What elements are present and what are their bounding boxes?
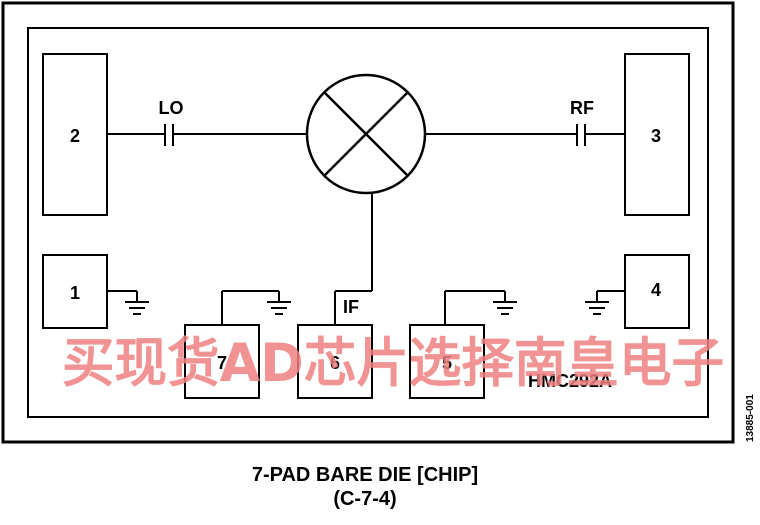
lo-label: LO	[159, 98, 184, 118]
if-connection	[334, 193, 373, 325]
ground-symbol-pad-7	[221, 290, 291, 325]
watermark-text: 买现货AD芯片选择南皇电子	[62, 333, 724, 394]
mixer-symbol	[305, 73, 427, 195]
pad-5	[409, 324, 485, 399]
die-outer-border	[1, 1, 735, 444]
part-number: HMC292A	[528, 371, 612, 391]
ground-symbol-pad-5	[444, 290, 517, 325]
pad-6-label: 6	[330, 353, 340, 373]
die-inner-border	[27, 27, 709, 418]
pad-5-label: 5	[442, 353, 452, 373]
lo-connection	[107, 124, 307, 146]
ground-symbol-pad-1	[107, 290, 149, 315]
caption-line-1: 7-PAD BARE DIE [CHIP]	[251, 464, 479, 486]
figure-id: 13885-001	[745, 394, 756, 442]
pad-3-label: 3	[651, 126, 661, 146]
rf-connection	[425, 124, 625, 146]
caption-line-2: (C-7-4)	[333, 488, 397, 510]
rf-label: RF	[570, 98, 594, 118]
pad-1-label: 1	[70, 283, 80, 303]
pad-2-label: 2	[70, 126, 80, 146]
if-label: IF	[343, 297, 359, 317]
ground-symbol-pad-4	[585, 290, 625, 315]
pad-4-label: 4	[651, 280, 661, 300]
pad-7-label: 7	[217, 353, 227, 373]
